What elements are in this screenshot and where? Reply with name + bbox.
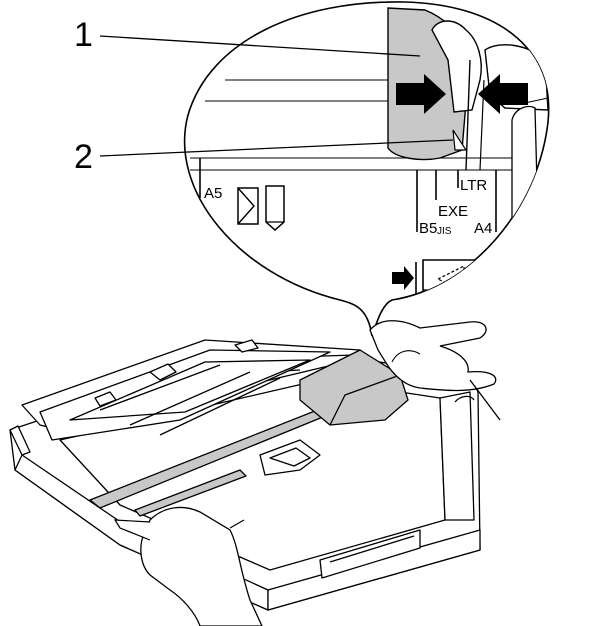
leader-line-1: [100, 36, 420, 56]
tray-wall: [512, 107, 540, 301]
callout-number-2: 2: [74, 138, 93, 176]
size-label-b5: B5: [419, 220, 437, 237]
size-label-a4: A4: [474, 220, 492, 237]
size-label-ltr: LTR: [460, 177, 487, 194]
size-label-exe: EXE: [438, 203, 468, 220]
size-label-a5: A5: [204, 185, 222, 202]
callout-1: 1: [74, 16, 420, 56]
callout-number-1: 1: [74, 16, 93, 54]
envelope-icon: [238, 186, 284, 230]
size-label-jis: JIS: [437, 226, 452, 237]
